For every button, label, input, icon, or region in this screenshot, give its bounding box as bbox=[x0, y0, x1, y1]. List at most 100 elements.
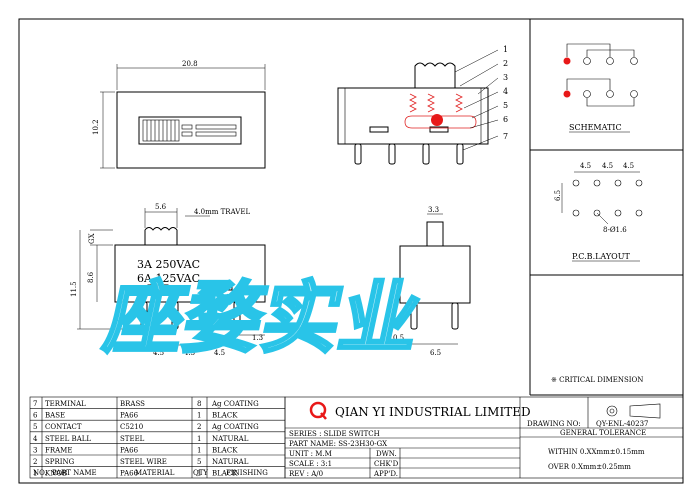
callout-7: 7 bbox=[503, 132, 508, 141]
pcb-pitch-3: 4.5 bbox=[623, 162, 634, 170]
pcb-hole: 8-Ø1.6 bbox=[603, 226, 627, 234]
watermark-outline: 座婺实业 bbox=[98, 273, 429, 364]
watermark: 座婺实业 座婺实业 bbox=[96, 271, 430, 365]
unit: UNIT : M.M bbox=[289, 450, 332, 458]
scale: SCALE : 3:1 bbox=[289, 460, 332, 468]
drawing-no: QY-ENL-40237 bbox=[596, 420, 648, 428]
front-view: 3A 250VAC 6A 125VAC 5.6 4.0mm TRAVEL GX … bbox=[70, 203, 266, 357]
bom-cell-finish: Ag COATING bbox=[211, 423, 259, 431]
bom-cell-qty: 5 bbox=[197, 458, 201, 466]
bom-header-part: PART NAME bbox=[52, 469, 97, 477]
bom-cell-no: 3 bbox=[33, 446, 37, 454]
dim-knob: 5.6 bbox=[155, 203, 167, 211]
dim-height: 10.2 bbox=[92, 119, 100, 135]
bom-header-qty: QTY bbox=[193, 469, 208, 477]
bom-cell-material: BRASS bbox=[120, 400, 145, 408]
dim-side-knob: 3.3 bbox=[428, 206, 439, 214]
rev: REV : A/0 bbox=[289, 470, 323, 478]
section-view: 1 2 3 4 5 6 7 bbox=[337, 45, 508, 165]
pcb-pitch-2: 4.5 bbox=[602, 162, 613, 170]
bom-cell-qty: 1 bbox=[197, 470, 201, 478]
bom-cell-material: C5210 bbox=[120, 423, 143, 431]
bom-cell-part: TERMINAL bbox=[45, 400, 86, 408]
dim-travel: 4.0mm TRAVEL bbox=[194, 208, 250, 216]
bom-cell-finish: BLACK bbox=[212, 446, 238, 454]
bom-cell-material: PA66 bbox=[120, 470, 139, 478]
bom-cell-qty: 1 bbox=[197, 412, 201, 420]
bom-cell-material: PA66 bbox=[120, 446, 139, 454]
dim-side-width: 6.5 bbox=[430, 349, 441, 357]
bom-cell-qty: 1 bbox=[197, 446, 201, 454]
callout-3: 3 bbox=[503, 73, 508, 82]
rating-line-1: 3A 250VAC bbox=[137, 258, 200, 271]
bom-cell-no: 6 bbox=[33, 412, 38, 420]
dim-pin: 1.3 bbox=[252, 334, 263, 342]
callout-2: 2 bbox=[503, 59, 508, 68]
rating-line-2: 6A 125VAC bbox=[137, 272, 200, 285]
bom-cell-material: STEEL WIRE bbox=[120, 458, 167, 466]
bom-cell-no: 7 bbox=[33, 400, 37, 408]
bom-cell-part: CONTACT bbox=[45, 423, 82, 431]
callout-1: 1 bbox=[503, 45, 508, 54]
company-name: QIAN YI INDUSTRIAL LIMITED bbox=[335, 405, 531, 419]
chkd: CHK'D bbox=[374, 460, 399, 468]
dim-total-height: 11.5 bbox=[70, 281, 78, 297]
dim-side-pin: 0.5 bbox=[393, 334, 404, 342]
bom-cell-part: BASE bbox=[45, 412, 65, 420]
pcb-layout-label: P.C.B.LAYOUT bbox=[572, 252, 630, 261]
bom-cell-finish: NATURAL bbox=[212, 435, 249, 443]
dim-pitch-3: 4.5 bbox=[214, 349, 225, 357]
drawing-no-label: DRAWING NO: bbox=[527, 420, 581, 428]
pcb-row: 6.5 bbox=[554, 190, 562, 201]
bom-cell-finish: Ag COATING bbox=[211, 400, 259, 408]
bom-cell-no: 5 bbox=[33, 423, 37, 431]
bom-header-material: MATERIAL bbox=[135, 469, 175, 477]
bom-header-finish: FINISHING bbox=[226, 469, 268, 477]
bom-cell-qty: 8 bbox=[197, 400, 201, 408]
bom-cell-finish: NATURAL bbox=[212, 458, 249, 466]
dim-width: 20.8 bbox=[182, 60, 198, 68]
tolerance-2: OVER 0.Xmm±0.25mm bbox=[548, 463, 631, 471]
general-tolerance: GENERAL TOLERANCE bbox=[560, 429, 646, 437]
bom-cell-part: STEEL BALL bbox=[45, 435, 91, 443]
bom-cell-material: STEEL bbox=[120, 435, 145, 443]
dim-pitch-2: 4.5 bbox=[184, 349, 195, 357]
steel-ball bbox=[431, 114, 443, 126]
critical-dimension-note: ※ CRITICAL DIMENSION bbox=[551, 376, 643, 384]
bom-cell-no: 2 bbox=[33, 458, 37, 466]
callout-5: 5 bbox=[503, 101, 508, 110]
callout-4: 4 bbox=[503, 87, 508, 96]
side-view: 3.3 0.5 6.5 bbox=[393, 206, 471, 357]
appd: APP'D. bbox=[373, 470, 398, 478]
bom-cell-no: 1 bbox=[33, 470, 37, 478]
bom-cell-qty: 2 bbox=[197, 423, 201, 431]
watermark-fill: 座婺实业 bbox=[98, 273, 429, 364]
company-logo bbox=[309, 401, 327, 419]
title-block: QIAN YI INDUSTRIAL LIMITED SERIES : SLID… bbox=[284, 396, 684, 479]
pcb-pitch-1: 4.5 bbox=[580, 162, 591, 170]
pcb-layout: 4.5 4.5 4.5 6.5 8-Ø1.6 P.C.B.LAYOUT bbox=[554, 162, 643, 262]
schematic: SCHEMATIC bbox=[563, 43, 638, 133]
dim-gx: GX bbox=[88, 233, 96, 244]
bom-cell-part: SPRING bbox=[45, 458, 75, 466]
bom-header-no: NO. bbox=[33, 469, 47, 477]
tolerance-1: WITHIN 0.XXmm±0.15mm bbox=[548, 448, 645, 456]
series: SERIES : SLIDE SWITCH bbox=[289, 430, 380, 438]
bom-cell-no: 4 bbox=[33, 435, 38, 443]
part-name: PART NAME: SS-23H30-GX bbox=[289, 440, 387, 448]
bom-cell-part: FRAME bbox=[45, 446, 72, 454]
top-view: 20.8 10.2 bbox=[92, 60, 266, 169]
bom-cell-finish: BLACK bbox=[212, 412, 238, 420]
bom-cell-qty: 1 bbox=[197, 435, 201, 443]
bom-cell-part: KNOB bbox=[45, 470, 67, 478]
bom-cell-finish: BLACK bbox=[212, 470, 238, 478]
schematic-label: SCHEMATIC bbox=[569, 123, 622, 132]
callout-6: 6 bbox=[503, 115, 508, 124]
bom-cell-material: PA66 bbox=[120, 412, 139, 420]
dim-body-height: 8.6 bbox=[87, 271, 95, 283]
dim-pitch-1: 4.5 bbox=[153, 349, 164, 357]
dwn: DWN. bbox=[376, 450, 397, 458]
sheet-border bbox=[18, 18, 684, 484]
